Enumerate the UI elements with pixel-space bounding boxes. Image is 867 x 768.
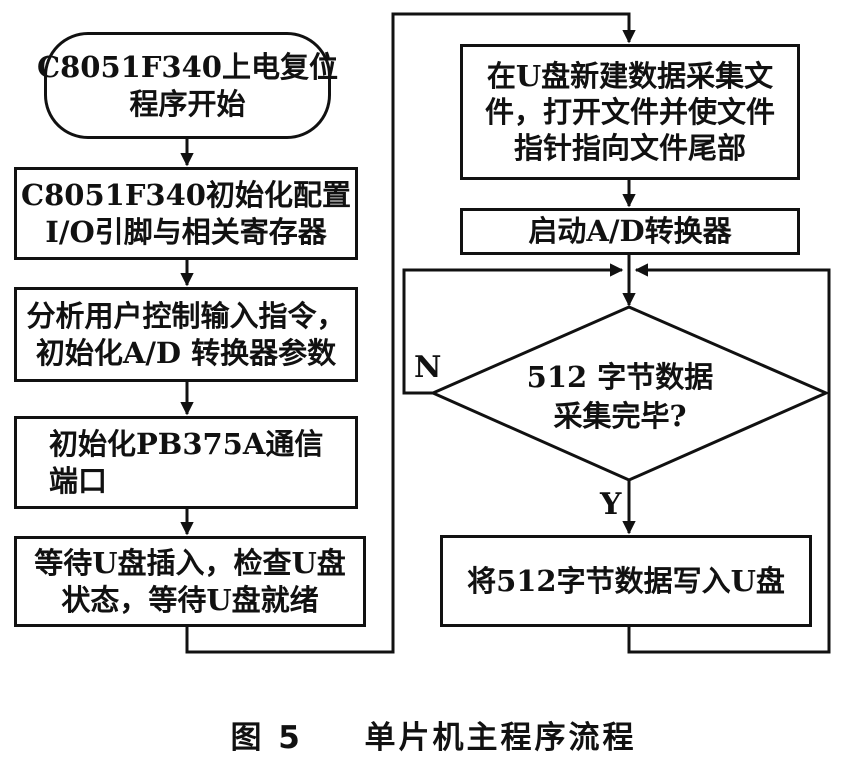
- node-decision-text: 512 字节数据 采集完毕?: [470, 358, 770, 436]
- node-init-pb: 初始化PB375A通信 端口: [14, 416, 358, 509]
- node-wait-usb-line-2: 状态，等待U盘就绪: [61, 582, 319, 617]
- label-no: N: [414, 350, 442, 385]
- node-create-file-line-2: 件，打开文件并使文件: [484, 94, 775, 129]
- node-start-line-1: C8051F340上电复位: [37, 50, 338, 85]
- node-init-pb-line-1: 初始化PB375A通信: [49, 427, 324, 462]
- node-create-file: 在U盘新建数据采集文 件，打开文件并使文件 指针指向文件尾部: [460, 44, 800, 180]
- node-analyze: 分析用户控制输入指令， 初始化A/D 转换器参数: [14, 287, 358, 382]
- node-create-file-line-1: 在U盘新建数据采集文: [486, 58, 774, 93]
- figure-title: 单片机主程序流程: [364, 720, 637, 756]
- node-start-ad-label: 启动A/D转换器: [528, 214, 732, 249]
- label-yes: Y: [600, 487, 622, 522]
- loop-after-write: [627, 263, 831, 654]
- node-wait-usb: 等待U盘插入，检查U盘 状态，等待U盘就绪: [14, 536, 366, 627]
- node-analyze-line-1: 分析用户控制输入指令，: [26, 299, 346, 334]
- node-write-usb: 将512字节数据写入U盘: [440, 535, 812, 627]
- node-init-pb-line-2: 端口: [49, 463, 108, 498]
- node-analyze-line-2: 初始化A/D 转换器参数: [35, 335, 337, 370]
- node-init-io-line-2: I/O引脚与相关寄存器: [45, 214, 327, 249]
- node-create-file-line-3: 指针指向文件尾部: [513, 131, 746, 166]
- figure-caption: 图 5 单片机主程序流程: [0, 712, 867, 757]
- node-wait-usb-line-1: 等待U盘插入，检查U盘: [34, 546, 346, 581]
- node-write-usb-label: 将512字节数据写入U盘: [467, 563, 785, 598]
- node-decision-line-2: 采集完毕?: [553, 399, 687, 434]
- node-init-io: C8051F340初始化配置 I/O引脚与相关寄存器: [14, 167, 358, 260]
- node-decision-line-1: 512 字节数据: [526, 360, 714, 394]
- node-start-ad: 启动A/D转换器: [460, 208, 800, 255]
- node-start: C8051F340上电复位 程序开始: [37, 32, 338, 139]
- node-start-line-2: 程序开始: [129, 86, 246, 121]
- loop-no-branch: [402, 263, 624, 395]
- node-init-io-line-1: C8051F340初始化配置: [21, 178, 351, 213]
- connector-left-to-right: [185, 12, 636, 654]
- figure-number: 图 5: [230, 720, 303, 756]
